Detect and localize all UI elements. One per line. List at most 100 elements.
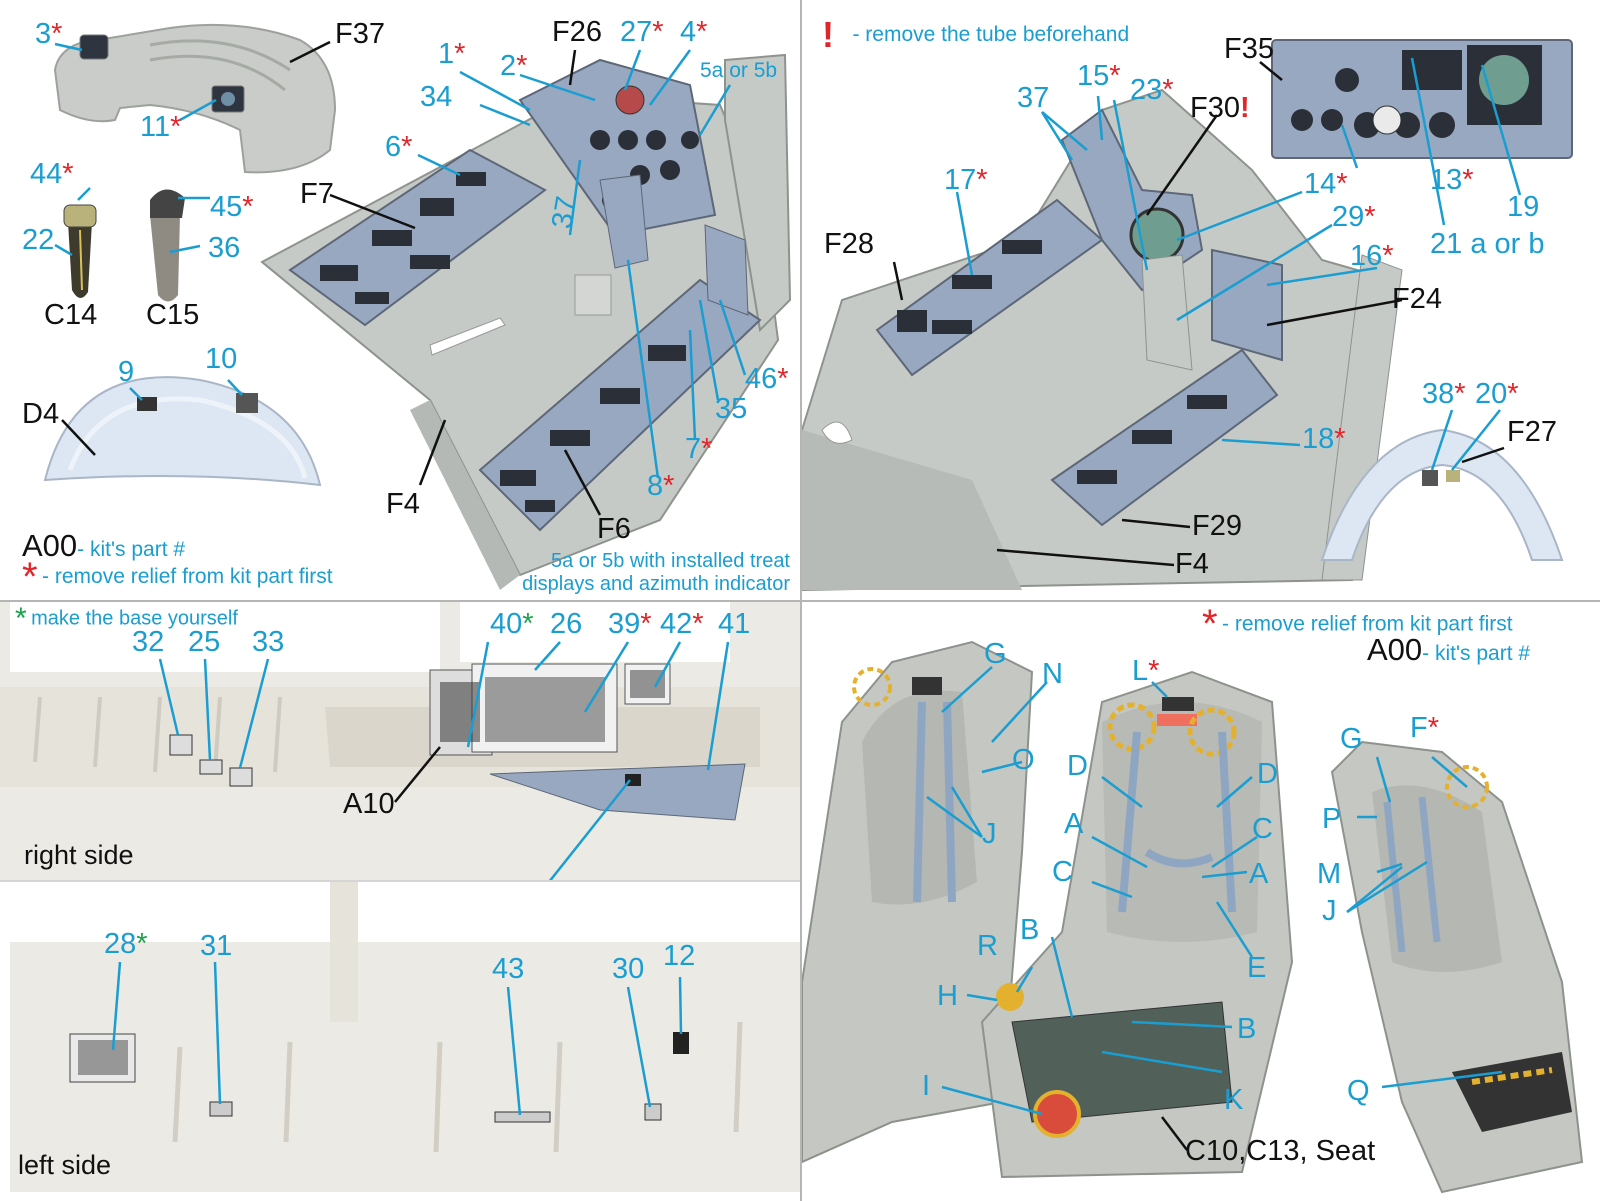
star-mark: * (1454, 378, 1466, 410)
callout-7-text: 7 (685, 433, 702, 465)
callout-D-left: D (1067, 752, 1088, 781)
callout-F-text: F (1410, 712, 1428, 744)
callout-Q: Q (1347, 1077, 1370, 1106)
callout-6: 6* (385, 133, 412, 162)
legend-remove-tube: ! - remove the tube beforehand (822, 14, 1129, 56)
callout-G-left: G (984, 640, 1007, 669)
right-side-wall-illustration (0, 602, 800, 880)
green-star-mark: * (136, 928, 148, 960)
callout-13-text: 13 (1430, 164, 1463, 196)
callout-21: 21 a or b (1430, 230, 1544, 259)
star-mark: * (1202, 602, 1218, 646)
callout-C14: C14 (44, 301, 97, 330)
callout-seat: C10,C13, Seat (1185, 1137, 1375, 1166)
callout-37-text: 37 (546, 193, 584, 232)
callout-E-text: E (1247, 952, 1267, 984)
star-mark: * (170, 111, 182, 143)
callout-F28: F28 (824, 230, 874, 259)
callout-J-left: J (982, 820, 997, 849)
callout-M: M (1317, 860, 1341, 889)
callout-45-text: 45 (210, 191, 243, 223)
green-star-mark: * (522, 608, 534, 640)
callout-36-text: 36 (208, 232, 241, 264)
callout-38: 38* (1422, 380, 1466, 409)
callout-29-text: 29 (1332, 201, 1365, 233)
legend-remove-relief: * - remove relief from kit part first (22, 557, 333, 597)
callout-33-text: 33 (252, 626, 285, 658)
callout-38-text: 38 (1422, 378, 1455, 410)
panel-rear-cockpit: ! - remove the tube beforehand F35 37 15… (802, 0, 1600, 600)
callout-6-text: 6 (385, 131, 402, 163)
callout-F24-text: F24 (1392, 283, 1442, 315)
star-mark: * (696, 16, 708, 48)
callout-30: 30 (612, 955, 644, 984)
callout-22-text: 22 (22, 224, 55, 256)
left-side-wall-illustration (0, 882, 800, 1201)
callout-P: P (1322, 805, 1341, 834)
callout-5a-5b-text: 5a or 5b (700, 59, 778, 82)
callout-28-text: 28 (104, 928, 137, 960)
callout-C-text: C (1252, 813, 1273, 845)
callout-16: 16* (1350, 242, 1394, 271)
note-line-2: displays and azimuth indicator (522, 573, 790, 595)
callout-F30: F30! (1190, 94, 1250, 123)
callout-25: 25 (188, 628, 220, 657)
callout-20-text: 20 (1475, 378, 1508, 410)
callout-J-text: J (1322, 895, 1337, 927)
callout-J-text: J (982, 818, 997, 850)
star-mark: * (1462, 164, 1474, 196)
star-mark: * (1336, 168, 1348, 200)
callout-21-text: 21 a or b (1430, 228, 1545, 260)
callout-F24: F24 (1392, 285, 1442, 314)
callout-41-text: 41 (718, 608, 751, 640)
callout-A-text: A (1249, 858, 1269, 890)
callout-7: 7* (685, 435, 712, 464)
kit-part-code: A00 (1367, 632, 1423, 667)
callout-25-text: 25 (188, 626, 221, 658)
callout-F29-text: F29 (1192, 510, 1242, 542)
callout-D-text: D (1257, 758, 1278, 790)
callout-F4: F4 (386, 490, 420, 519)
callout-A-text: A (1064, 808, 1084, 840)
star-mark: * (663, 470, 675, 502)
callout-10: 10 (205, 345, 237, 374)
callout-10-text: 10 (205, 343, 238, 375)
callout-37: 37 (546, 193, 584, 232)
callout-31-text: 31 (200, 930, 233, 962)
callout-11: 11* (140, 113, 181, 142)
callout-30-text: 30 (612, 953, 645, 985)
callout-M-text: M (1317, 858, 1342, 890)
callout-R-text: R (977, 930, 998, 962)
star-mark: * (652, 16, 664, 48)
caption-left-side: left side (18, 1150, 112, 1180)
star-mark: * (454, 38, 466, 70)
callout-11-text: 11 (140, 111, 171, 143)
callout-C-right: C (1252, 815, 1273, 844)
callout-28: 28* (104, 930, 148, 959)
remove-relief-text: - remove relief from kit part first (1222, 612, 1513, 636)
callout-H-text: H (937, 980, 958, 1012)
callout-22: 22 (22, 226, 54, 255)
callout-F26: F26 (552, 18, 602, 47)
callout-15: 15* (1077, 62, 1121, 91)
kit-part-text: - kit's part # (77, 538, 186, 561)
callout-40: 40* (490, 610, 534, 639)
callout-C14-text: C14 (44, 299, 98, 331)
callout-B-upper: B (1020, 916, 1039, 945)
kit-part-code: A00 (22, 528, 78, 563)
callout-K: K (1224, 1086, 1243, 1115)
callout-19-text: 19 (1507, 191, 1540, 223)
star-mark: * (1334, 423, 1346, 455)
callout-42-text: 42 (660, 608, 693, 640)
callout-seat-text: C10,C13, Seat (1185, 1135, 1376, 1167)
star-mark: * (62, 158, 74, 190)
legend-remove-relief-seats: * - remove relief from kit part first (1202, 602, 1513, 647)
star-mark: * (22, 555, 38, 599)
callout-35: 35 (715, 395, 747, 424)
callout-44-text: 44 (30, 158, 63, 190)
callout-8: 8* (647, 472, 674, 501)
star-mark: * (1109, 60, 1121, 92)
divider-horizontal (0, 600, 1600, 602)
star-mark: * (692, 608, 704, 640)
